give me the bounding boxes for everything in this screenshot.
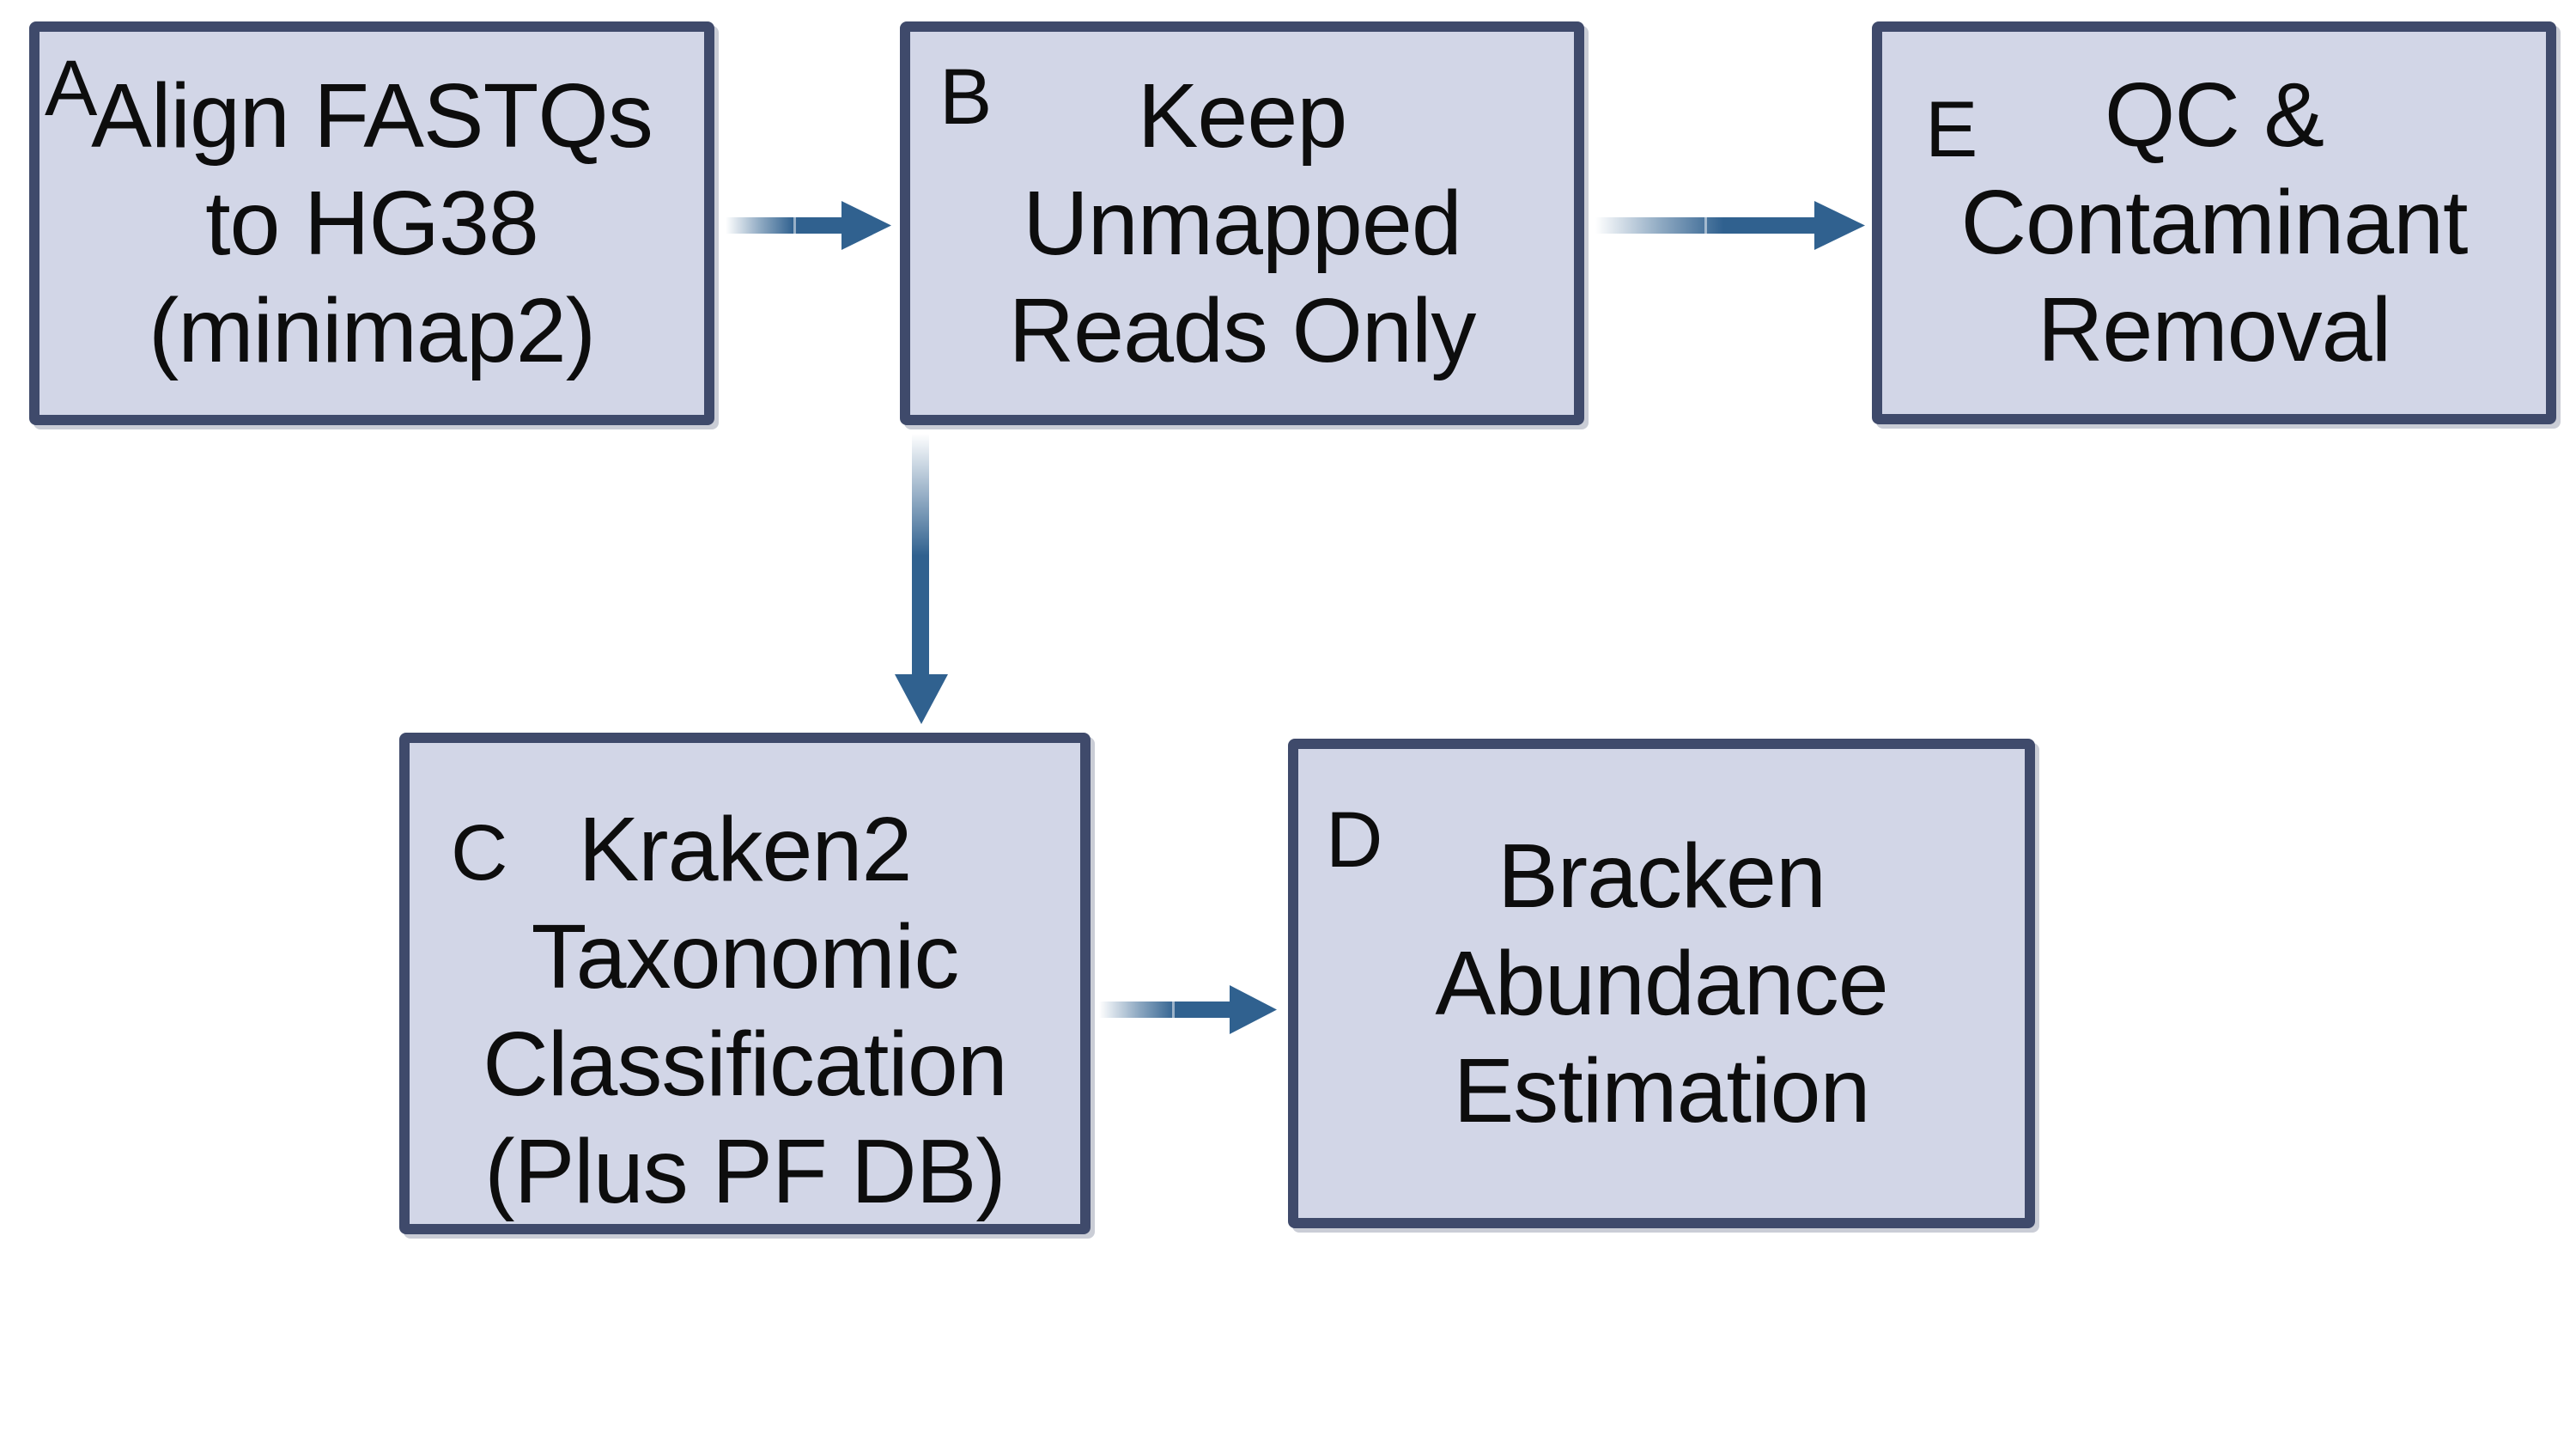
node-d-text: Bracken Abundance Estimation <box>1435 823 1888 1145</box>
arrow-a-to-b-icon <box>726 201 891 250</box>
node-b-corner-label: B <box>939 53 993 141</box>
arrow-b-to-c-icon <box>895 434 948 724</box>
arrow-c-to-d-icon <box>1099 985 1277 1034</box>
arrow-head <box>895 674 948 724</box>
node-bracken-abundance: D Bracken Abundance Estimation <box>1288 739 2035 1228</box>
node-text-line: Abundance <box>1435 932 1888 1034</box>
node-qc-contaminant-removal: E QC & Contaminant Removal <box>1872 21 2556 424</box>
node-text-line: Unmapped <box>1023 172 1462 274</box>
node-text-line: Contaminant <box>1960 172 2468 273</box>
node-c-text: Kraken2 Taxonomic Classification (Plus P… <box>483 796 1007 1226</box>
node-b-text: Keep Unmapped Reads Only <box>1008 63 1477 385</box>
arrow-head <box>841 201 891 250</box>
node-text-line: Reads Only <box>1008 279 1477 381</box>
node-a-text: Align FASTQs to HG38 (minimap2) <box>91 63 653 385</box>
node-text-line: Kraken2 <box>578 799 913 900</box>
arrow-stem <box>912 434 929 678</box>
arrow-seam <box>1704 217 1707 234</box>
arrow-seam <box>793 217 796 234</box>
node-keep-unmapped-reads: B Keep Unmapped Reads Only <box>900 21 1584 425</box>
node-align-fastqs: A Align FASTQs to HG38 (minimap2) <box>29 21 714 425</box>
node-text-line: Taxonomic <box>531 906 960 1008</box>
arrow-b-to-e-icon <box>1595 201 1865 250</box>
arrow-tail <box>1099 1002 1231 1018</box>
node-text-line: to HG38 <box>205 172 539 274</box>
node-c-corner-label: C <box>451 809 508 897</box>
node-text-line: Keep <box>1137 64 1348 167</box>
node-a-corner-label: A <box>45 45 98 132</box>
node-e-corner-label: E <box>1925 86 1978 174</box>
node-text-line: Estimation <box>1453 1039 1871 1142</box>
node-d-corner-label: D <box>1326 796 1383 884</box>
node-text-line: (Plus PF DB) <box>484 1121 1005 1222</box>
arrow-tail <box>726 217 843 234</box>
node-text-line: Classification <box>483 1014 1007 1115</box>
arrow-seam <box>1172 1002 1175 1018</box>
arrow-head <box>1230 985 1277 1034</box>
node-text-line: Align FASTQs <box>91 64 653 167</box>
node-text-line: QC & <box>2104 64 2324 166</box>
node-kraken2-classification: C Kraken2 Taxonomic Classification (Plus… <box>399 733 1091 1234</box>
node-e-text: QC & Contaminant Removal <box>1960 62 2468 384</box>
node-text-line: (minimap2) <box>148 279 596 381</box>
node-text-line: Removal <box>2037 279 2391 381</box>
node-text-line: Bracken <box>1498 825 1826 927</box>
arrow-head <box>1814 201 1865 250</box>
